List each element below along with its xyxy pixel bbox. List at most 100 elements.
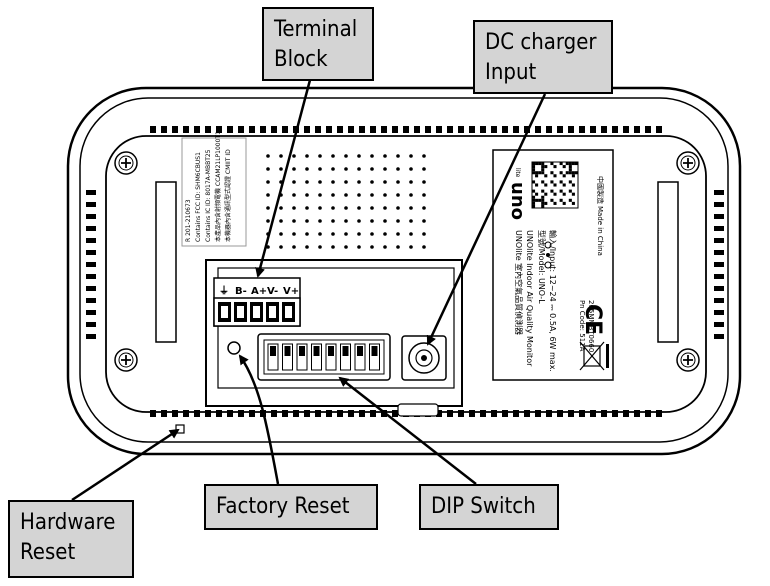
sensor-grille <box>266 154 426 249</box>
qr-module <box>559 171 563 175</box>
grille-hole <box>383 232 387 236</box>
qr-module <box>553 183 557 187</box>
grille-hole <box>331 245 335 249</box>
vent-slot <box>535 126 541 133</box>
vent-slot <box>623 126 629 133</box>
vent-slot <box>370 410 376 417</box>
grille-hole <box>318 193 322 197</box>
vent-slot <box>634 126 640 133</box>
vent-slot <box>161 126 167 133</box>
grille-hole <box>422 206 426 210</box>
dip-lever[interactable] <box>267 343 279 371</box>
grille-hole <box>357 193 361 197</box>
callout-dip-switch: DIP Switch <box>419 484 559 530</box>
grille-hole <box>344 219 348 223</box>
qr-module <box>568 189 572 193</box>
connector-recess-inner <box>217 267 455 389</box>
grille-hole <box>292 154 296 158</box>
grille-hole <box>318 154 322 158</box>
vent-slot <box>282 410 288 417</box>
grille-hole <box>422 232 426 236</box>
vent-slot <box>216 126 222 133</box>
vent-slot <box>568 410 574 417</box>
vent-slot <box>216 410 222 417</box>
grille-hole <box>305 180 309 184</box>
dip-lever-knob <box>270 346 276 356</box>
grille-hole <box>331 167 335 171</box>
qr-module <box>565 171 569 175</box>
grille-hole <box>409 232 413 236</box>
housing-rim <box>79 97 729 443</box>
grille-hole <box>344 245 348 249</box>
dc-jack[interactable] <box>401 335 447 381</box>
dip-lever[interactable] <box>296 343 308 371</box>
vent-slot <box>315 410 321 417</box>
cert-line-3: Contains IC ID: 8017A-MBBT25 <box>205 149 212 242</box>
qr-module <box>538 198 542 202</box>
grille-hole <box>396 245 400 249</box>
vent-slot <box>513 126 519 133</box>
grille-hole <box>331 193 335 197</box>
vent-slot <box>359 126 365 133</box>
vent-slot <box>238 410 244 417</box>
grille-hole <box>331 180 335 184</box>
vent-slot <box>86 190 96 195</box>
vent-slot <box>337 410 343 417</box>
grille-hole <box>279 167 283 171</box>
dip-lever-knob <box>357 346 363 356</box>
weee-bin-icon <box>579 341 609 371</box>
dip-lever[interactable] <box>369 343 380 371</box>
grille-hole <box>422 167 426 171</box>
qr-module <box>559 162 563 166</box>
dip-lever-knob <box>313 346 320 356</box>
factory-reset-pinhole[interactable] <box>227 341 241 355</box>
vent-slot <box>535 410 541 417</box>
vent-slot <box>183 126 189 133</box>
vent-slot <box>714 298 724 303</box>
grille-hole <box>266 219 270 223</box>
grille-hole <box>331 232 335 236</box>
vent-slot <box>414 126 420 133</box>
vent-slot <box>714 202 724 207</box>
brand-suffix: lite <box>514 168 521 178</box>
qr-module <box>562 201 566 205</box>
grille-hole <box>409 154 413 158</box>
model-text: 型號/Model: UNO-L <box>537 230 547 304</box>
grille-hole <box>422 193 426 197</box>
dip-switch[interactable] <box>257 333 391 381</box>
qr-module <box>571 201 575 205</box>
factory-reset-leader <box>238 354 280 485</box>
vent-slot <box>714 334 724 339</box>
vent-slot <box>601 126 607 133</box>
dip-lever[interactable] <box>340 343 351 371</box>
qr-module <box>562 165 566 169</box>
qr-module <box>532 171 536 175</box>
vent-slot <box>238 126 244 133</box>
grille-hole <box>409 245 413 249</box>
grille-hole <box>344 167 348 171</box>
dip-lever-knob <box>342 346 349 356</box>
vent-slot <box>568 126 574 133</box>
qr-module <box>538 162 542 166</box>
vent-slot <box>601 410 607 417</box>
vent-slot <box>714 262 724 267</box>
qr-module <box>571 162 575 166</box>
dip-lever[interactable] <box>311 343 322 371</box>
dip-lever[interactable] <box>325 343 337 371</box>
vent-slot <box>348 126 354 133</box>
grille-hole <box>292 206 296 210</box>
vent-slot <box>447 126 453 133</box>
qr-module <box>538 171 542 175</box>
qr-module <box>553 201 557 205</box>
vent-slot <box>86 286 96 291</box>
dip-lever[interactable] <box>282 343 293 371</box>
hardware-reset-leader <box>71 428 180 502</box>
vent-slot <box>86 298 96 303</box>
vent-slot <box>293 410 299 417</box>
serial-number: 205MMBT0660 <box>587 300 595 352</box>
grille-hole <box>318 245 322 249</box>
grille-hole <box>292 167 296 171</box>
bottom-tab <box>397 403 439 417</box>
dip-lever[interactable] <box>354 343 366 371</box>
vent-slot <box>86 214 96 219</box>
